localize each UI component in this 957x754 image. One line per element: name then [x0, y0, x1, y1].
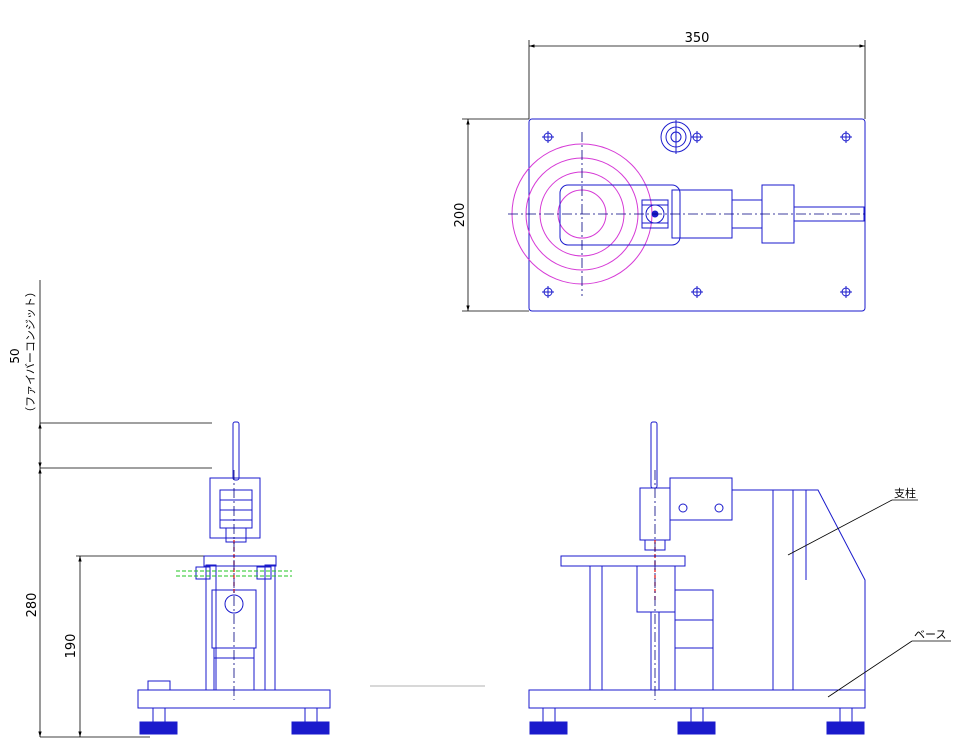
top-fitting [660, 120, 692, 154]
front-feet [139, 707, 330, 735]
side-actuator [674, 589, 714, 691]
label-pillar-text: 支柱 [894, 486, 916, 500]
side-table [560, 555, 686, 567]
label-base-text: ベース [914, 628, 946, 641]
front-base-knob [147, 680, 171, 691]
front-view: 50 （ファイバーコンジット） 280 190 [8, 280, 331, 738]
dimension-fiber-value: 50 [8, 348, 22, 363]
label-pillar: 支柱 [787, 486, 918, 556]
front-head-block [219, 489, 253, 529]
front-stage-gear [224, 594, 244, 614]
dimension-width: 350 [528, 31, 866, 119]
front-table-clamp-left [195, 566, 211, 580]
side-pillar [732, 489, 866, 691]
side-base-plate [528, 689, 866, 709]
dimension-table-height-label: 190 [64, 634, 79, 659]
front-head-nozzle [225, 527, 247, 543]
side-head-arm [669, 477, 733, 521]
side-feet [529, 707, 865, 735]
mounting-holes [542, 131, 852, 298]
side-stage [636, 565, 676, 613]
front-head-frame [209, 477, 261, 539]
dimension-height: 200 [453, 118, 529, 312]
top-view-holder [559, 184, 681, 246]
side-view: 支柱 ベース [528, 421, 951, 735]
label-base: ベース [827, 628, 951, 698]
front-column-right [264, 564, 276, 691]
top-view: 350 200 [453, 31, 866, 312]
front-table-clamp-right [256, 566, 272, 580]
top-view-gear [641, 199, 669, 229]
dimension-fiber-note: （ファイバーコンジット） [24, 286, 37, 418]
dimension-width-label: 350 [685, 31, 710, 46]
front-fiber-conduit [232, 421, 240, 481]
side-table-leg [589, 565, 603, 691]
side-fiber-conduit [650, 421, 658, 489]
front-column-left [205, 564, 217, 691]
top-view-base-plate [528, 118, 866, 312]
dimension-total-height-label: 280 [25, 593, 40, 618]
front-dimensions: 50 （ファイバーコンジット） 280 190 [8, 280, 212, 738]
front-table [203, 555, 277, 567]
dimension-height-label: 200 [453, 203, 468, 228]
